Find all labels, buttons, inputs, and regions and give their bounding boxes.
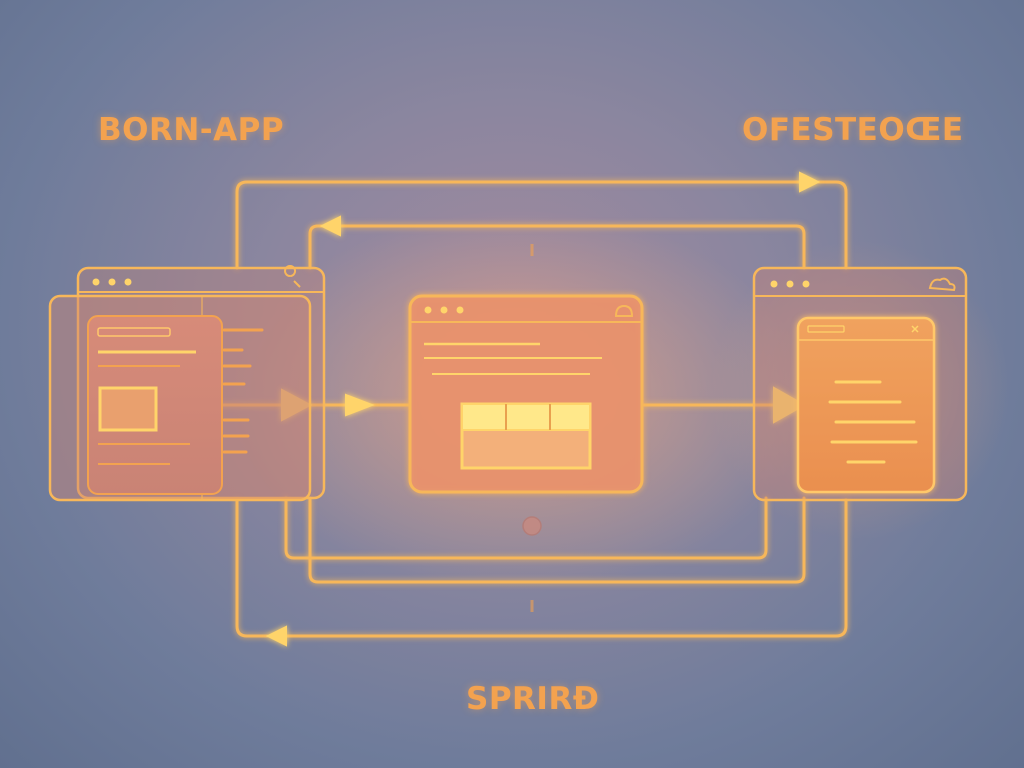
arrow-flow-right-icon [773, 386, 807, 424]
left-window-dot-3 [124, 278, 132, 286]
arrow-bottom-left-icon [265, 625, 287, 647]
right-window-dot-3 [802, 280, 810, 288]
arrow-flow-mid-icon [345, 393, 375, 417]
arrow-flow-left-icon [281, 388, 313, 422]
right-window-dot-2 [786, 280, 794, 288]
inner-bottom-connector [284, 496, 768, 560]
left-app-window [48, 265, 326, 502]
inner-top-connector [308, 224, 806, 270]
center-window-dot-3 [456, 306, 464, 314]
left-window-dot-1 [92, 278, 100, 286]
right-card-close-icon [911, 325, 919, 333]
left-window-label: BORN-APP [98, 112, 285, 148]
left-window-search-icon [284, 265, 301, 288]
center-window-bell-icon [614, 304, 634, 317]
center-node-dot [522, 516, 542, 536]
left-window-selected-block [98, 386, 158, 432]
right-window-cloud-icon [928, 277, 956, 292]
center-window-dot-1 [424, 306, 432, 314]
center-window-dot-2 [440, 306, 448, 314]
center-window-button-group [460, 402, 592, 470]
arrow-top-right-icon [799, 171, 821, 193]
right-app-window [752, 266, 968, 502]
arrow-top-left-icon [319, 215, 341, 237]
outer-bottom-connector [235, 498, 848, 638]
middle-bottom-connector [308, 496, 806, 584]
center-app-window [408, 244, 644, 612]
bottom-loop-label: SPRIRÐ [466, 681, 600, 717]
right-window-dot-1 [770, 280, 778, 288]
right-window-label: OFESTEOŒE [742, 112, 964, 148]
outer-top-connector [235, 180, 848, 270]
left-window-dot-2 [108, 278, 116, 286]
